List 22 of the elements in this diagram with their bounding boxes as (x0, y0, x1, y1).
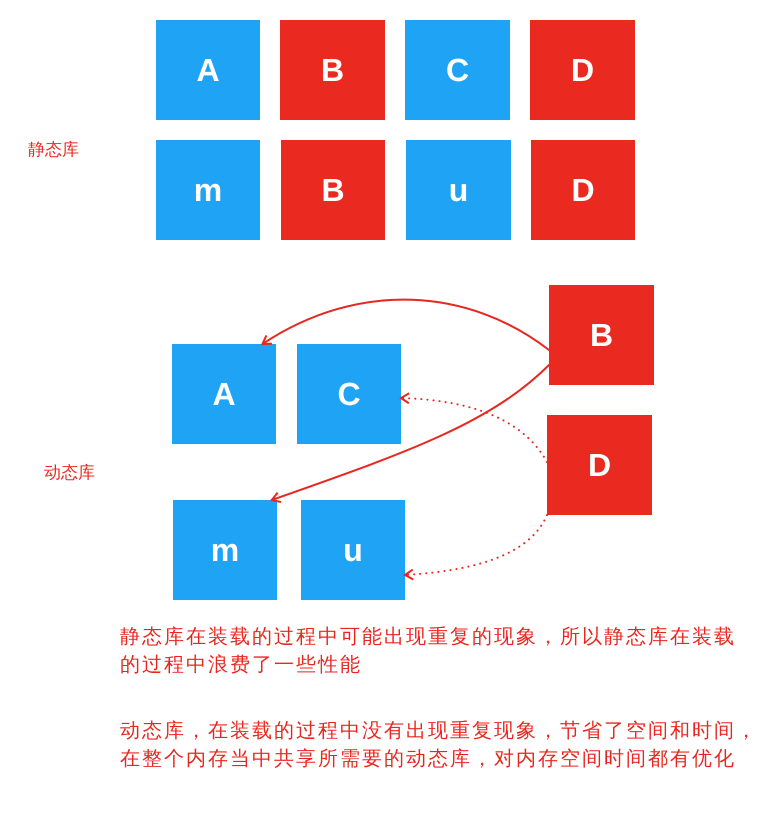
letter-block: C (405, 20, 510, 120)
arrow (270, 364, 550, 504)
letter-block: D (530, 20, 635, 120)
note-text: 动态库，在装载的过程中没有出现重复现象，节省了空间和时间，在整个内存当中共享所需要的动态库，对内存空间时间都有优化 (120, 717, 759, 772)
arrow (261, 298, 550, 351)
letter-block: u (301, 500, 405, 600)
letter-block: D (547, 415, 652, 515)
section-label: 动态库 (44, 462, 96, 485)
letter-block: A (156, 20, 260, 120)
section-label: 静态库 (28, 139, 80, 162)
note-text: 静态库在装载的过程中可能出现重复的现象，所以静态库在装载的过程中浪费了一些性能 (120, 623, 737, 678)
letter-block: m (173, 500, 277, 600)
letter-block: C (297, 344, 401, 444)
letter-block: A (172, 344, 276, 444)
arrow (404, 514, 548, 580)
letter-block: B (281, 140, 385, 240)
letter-block: u (406, 140, 511, 240)
letter-block: m (156, 140, 260, 240)
letter-block: B (280, 20, 385, 120)
letter-block: D (531, 140, 635, 240)
arrow (400, 392, 548, 463)
letter-block: B (549, 285, 654, 385)
